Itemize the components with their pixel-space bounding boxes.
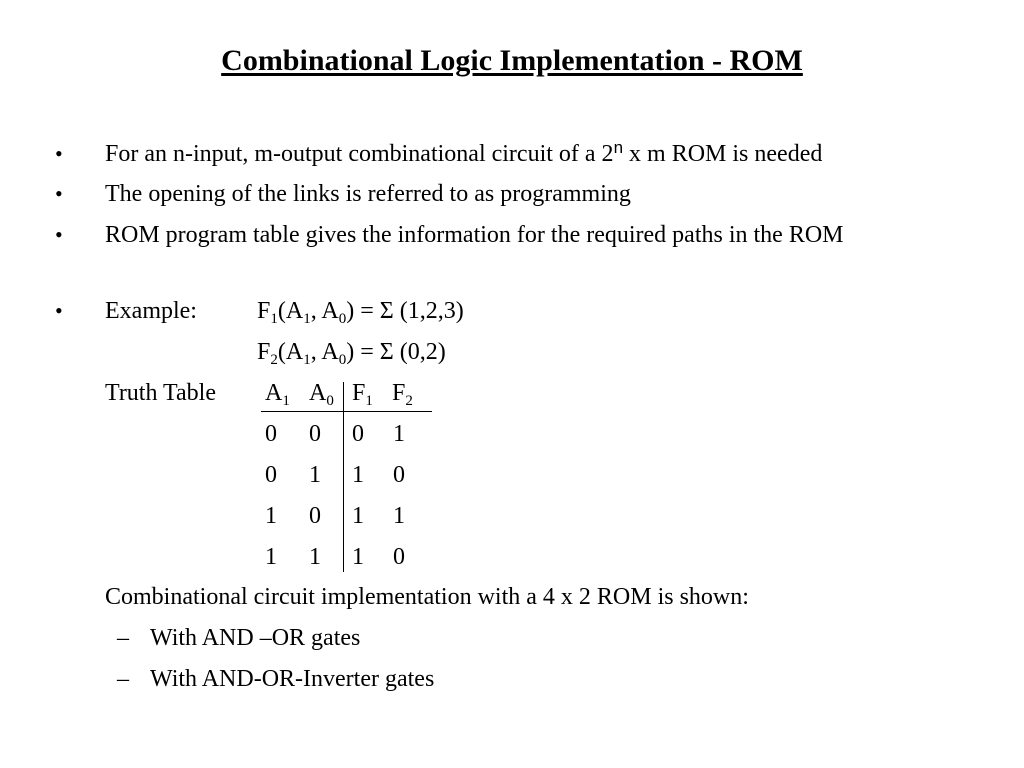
f2-subscript: 2 <box>270 352 278 368</box>
bullet-rom-size-text-end: x m ROM is needed <box>623 141 823 167</box>
header-a1-base: A <box>265 380 283 406</box>
table-cell: 1 <box>352 544 364 570</box>
header-f2-sub: 2 <box>405 393 413 409</box>
bullet-program-table: ROM program table gives the information … <box>105 222 844 248</box>
bullet-marker: • <box>55 298 63 323</box>
dash-marker: – <box>117 625 129 651</box>
header-a1-sub: 1 <box>282 393 290 409</box>
table-cell: 0 <box>309 421 321 447</box>
sub-item-and-or: With AND –OR gates <box>150 625 361 651</box>
f2-rhs: ) = Σ (0,2) <box>346 339 446 365</box>
header-a0-sub: 0 <box>326 393 334 409</box>
header-f1-base: F <box>352 380 366 406</box>
table-header-divider <box>261 411 432 412</box>
superscript-n: n <box>613 138 624 157</box>
table-cell: 1 <box>393 421 405 447</box>
table-cell: 0 <box>309 503 321 529</box>
f1-a0-subscript: 0 <box>338 311 347 327</box>
bullet-marker: • <box>55 181 63 206</box>
f1-open: (A <box>277 298 304 324</box>
f1-name: F <box>257 298 271 324</box>
truth-table-label: Truth Table <box>105 380 216 406</box>
f1-a1-subscript: 1 <box>303 311 311 327</box>
table-cell: 0 <box>265 421 277 447</box>
f2-a0-subscript: 0 <box>338 352 347 368</box>
header-a0: A0 <box>309 379 334 409</box>
table-column-divider <box>343 382 344 572</box>
table-cell: 1 <box>265 544 277 570</box>
function-f2: F2(A1, A0) = Σ (0,2) <box>257 338 446 368</box>
table-cell: 1 <box>309 544 321 570</box>
table-cell: 1 <box>352 462 364 488</box>
dash-marker: – <box>117 666 129 692</box>
sub-item-and-or-inverter: With AND-OR-Inverter gates <box>150 666 435 692</box>
table-cell: 0 <box>393 544 405 570</box>
header-f2-base: F <box>392 380 406 406</box>
table-cell: 1 <box>265 503 277 529</box>
table-cell: 1 <box>352 503 364 529</box>
table-cell: 1 <box>393 503 405 529</box>
header-f1-sub: 1 <box>365 393 373 409</box>
bullet-rom-size-text: For an n-input, m-output combinational c… <box>105 141 614 167</box>
table-cell: 0 <box>393 462 405 488</box>
table-cell: 0 <box>265 462 277 488</box>
header-a0-base: A <box>309 380 327 406</box>
header-a1: A1 <box>265 379 290 409</box>
f1-mid: , A <box>310 298 339 324</box>
header-f1: F1 <box>352 379 373 409</box>
function-f1: F1(A1, A0) = Σ (1,2,3) <box>257 297 464 327</box>
bullet-rom-size: For an n-input, m-output combinational c… <box>105 138 823 168</box>
f2-a1-subscript: 1 <box>303 352 311 368</box>
bullet-marker: • <box>55 222 63 247</box>
table-cell: 0 <box>352 421 364 447</box>
f2-name: F <box>257 339 271 365</box>
f1-rhs: ) = Σ (1,2,3) <box>346 298 464 324</box>
f2-open: (A <box>277 339 304 365</box>
bullet-marker: • <box>55 141 63 166</box>
f1-subscript: 1 <box>270 311 278 327</box>
slide-title: Combinational Logic Implementation - ROM <box>221 44 803 77</box>
header-f2: F2 <box>392 379 413 409</box>
table-cell: 1 <box>309 462 321 488</box>
example-label: Example: <box>105 298 197 324</box>
f2-mid: , A <box>310 339 339 365</box>
bullet-programming: The opening of the links is referred to … <box>105 181 631 207</box>
implementation-text: Combinational circuit implementation wit… <box>105 584 749 610</box>
